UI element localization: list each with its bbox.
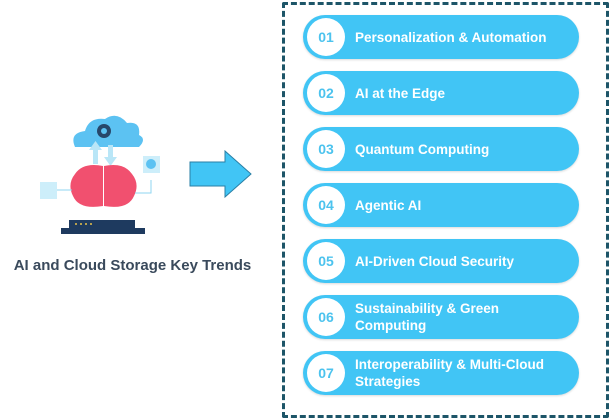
trend-item: 05 AI-Driven Cloud Security — [303, 239, 579, 283]
up-arrow-icon — [93, 148, 98, 164]
trend-label: Quantum Computing — [355, 141, 490, 157]
trend-number: 01 — [307, 18, 345, 56]
trend-item: 04 Agentic AI — [303, 183, 579, 227]
trend-number: 03 — [307, 130, 345, 168]
down-arrow-icon — [108, 145, 113, 159]
trend-number: 07 — [307, 354, 345, 392]
trend-item: 02 AI at the Edge — [303, 71, 579, 115]
server-icon — [69, 220, 135, 228]
trend-label: Interoperability & Multi-Cloud Strategie… — [355, 357, 544, 389]
trend-number: 04 — [307, 186, 345, 224]
trend-label: Sustainability & Green Computing — [355, 301, 500, 333]
brain-icon — [70, 165, 137, 207]
right-arrow-icon — [189, 150, 252, 198]
bar-chart-icon — [40, 182, 57, 199]
trend-number: 06 — [307, 298, 345, 336]
trend-label: AI at the Edge — [355, 85, 446, 101]
trend-item: 03 Quantum Computing — [303, 127, 579, 171]
gear-icon — [97, 124, 111, 138]
trend-label: Personalization & Automation — [355, 29, 547, 45]
trend-number: 02 — [307, 74, 345, 112]
trend-item: 06 Sustainability & Green Computing — [303, 295, 579, 339]
trend-item: 07 Interoperability & Multi-Cloud Strateg… — [303, 351, 579, 395]
trend-number: 05 — [307, 242, 345, 280]
diagram-title: AI and Cloud Storage Key Trends — [13, 257, 252, 274]
ai-cloud-brain-illustration — [40, 115, 160, 234]
trend-label: Agentic AI — [355, 197, 422, 213]
trend-item: 01 Personalization & Automation — [303, 15, 579, 59]
trend-label: AI-Driven Cloud Security — [355, 253, 515, 269]
